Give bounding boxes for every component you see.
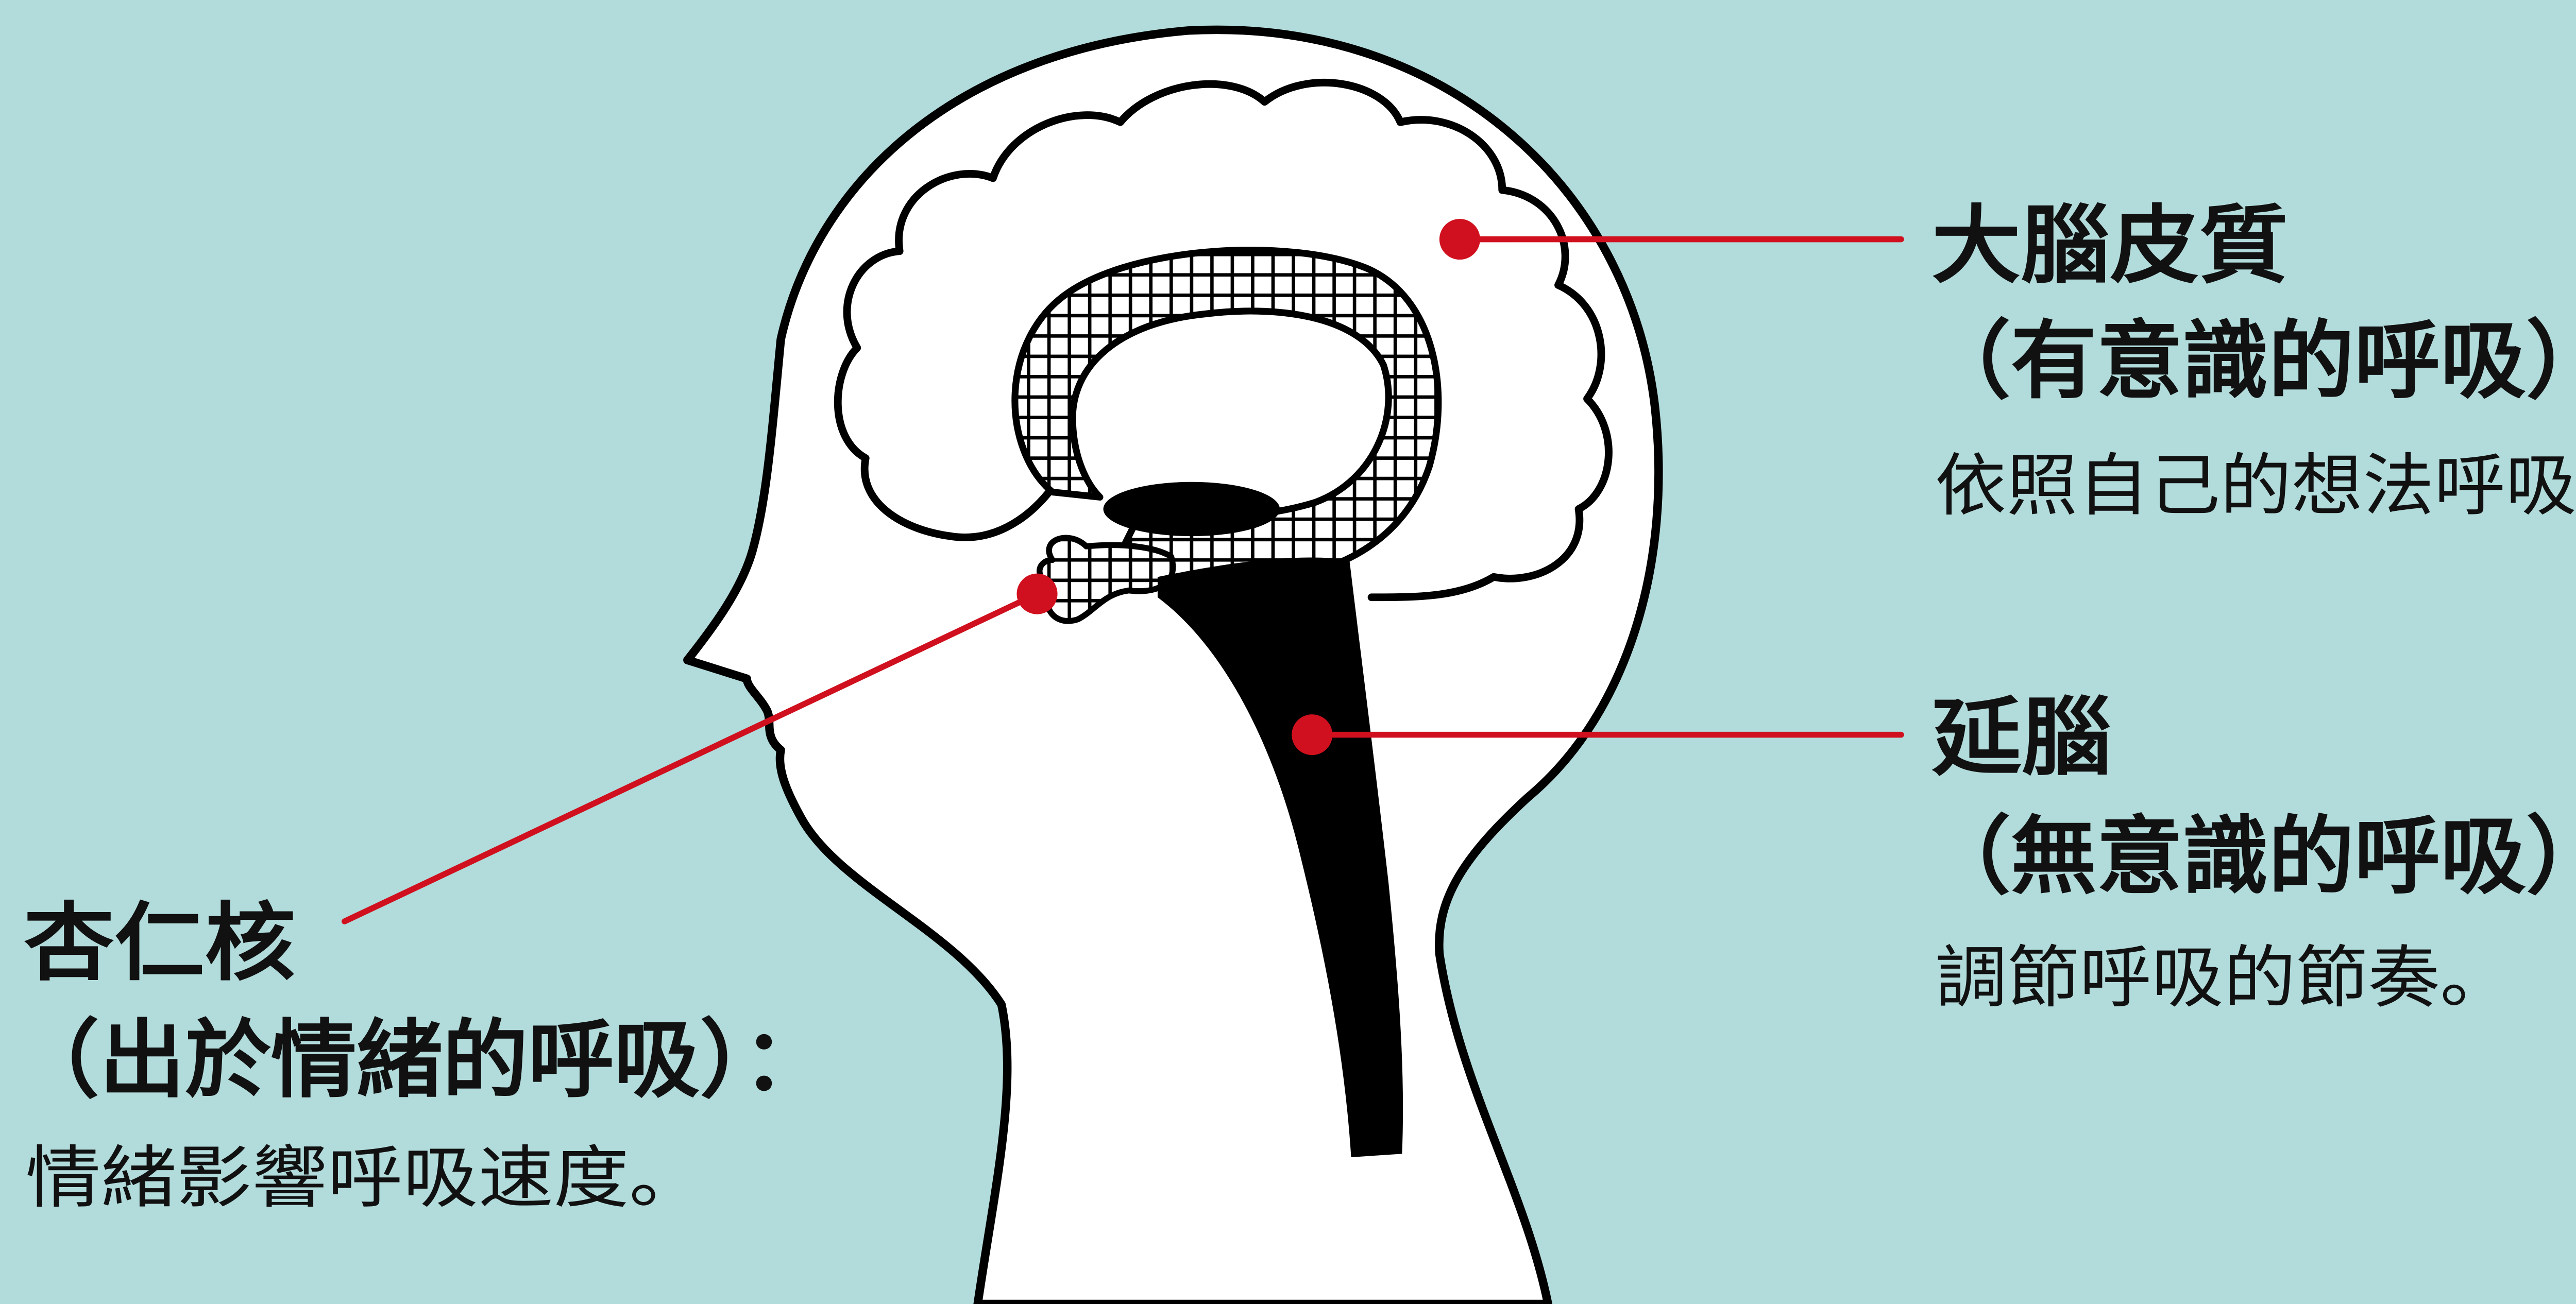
cortex-marker-dot [1439,219,1480,260]
cortex-subtitle: （有意識的呼吸）： [1925,311,2576,410]
cortex-title: 大腦皮質 [1931,195,2288,295]
amygdala-marker-dot [1016,574,1057,614]
amygdala-subtitle: （出於情緒的呼吸）： [13,1009,828,1109]
medulla-title: 延腦 [1931,687,2111,787]
medulla-subtitle: （無意識的呼吸）： [1925,806,2576,906]
medulla-marker-dot [1292,714,1332,755]
medulla-description: 調節呼吸的節奏。 [1935,939,2512,1018]
cortex-description: 依照自己的想法呼吸。 [1935,447,2576,525]
thalamus-shape [1104,482,1280,536]
amygdala-title: 杏仁核 [24,893,295,992]
amygdala-description: 情緒影響呼吸速度。 [25,1139,704,1218]
